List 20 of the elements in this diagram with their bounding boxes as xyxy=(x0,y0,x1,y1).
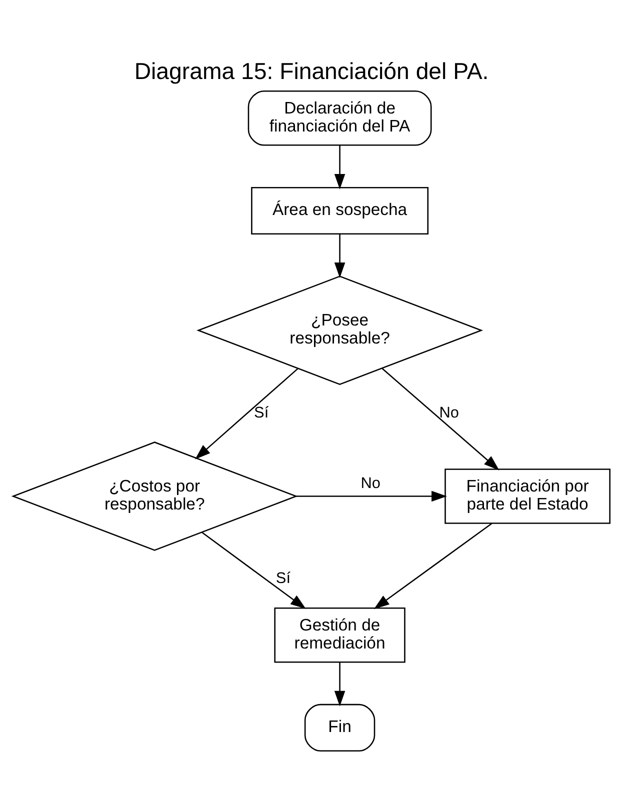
node-box: Financiación por parte del Estado xyxy=(444,468,610,524)
arrow xyxy=(296,490,447,502)
arrow xyxy=(334,234,346,278)
edge-label: No xyxy=(439,404,459,422)
node-box: Área en sospecha xyxy=(251,186,429,235)
arrow xyxy=(195,368,298,460)
edge-label: Sí xyxy=(276,570,290,588)
diagram-title: Diagrama 15: Financiación del PA. xyxy=(134,58,489,84)
arrow xyxy=(334,145,346,190)
node-diamond: ¿Posee responsable? xyxy=(196,276,484,386)
arrow xyxy=(374,522,492,610)
node-box: Gestión de remediación xyxy=(274,607,406,663)
edge-label: Sí xyxy=(254,404,269,422)
arrow xyxy=(382,368,500,470)
node-box: Fin xyxy=(304,704,376,752)
arrow xyxy=(201,532,306,609)
arrow xyxy=(334,662,346,706)
node-diamond: ¿Costos por responsable? xyxy=(11,442,298,551)
edge-label: No xyxy=(360,475,381,492)
node-box: Declaración de financiación del PA xyxy=(248,90,432,146)
